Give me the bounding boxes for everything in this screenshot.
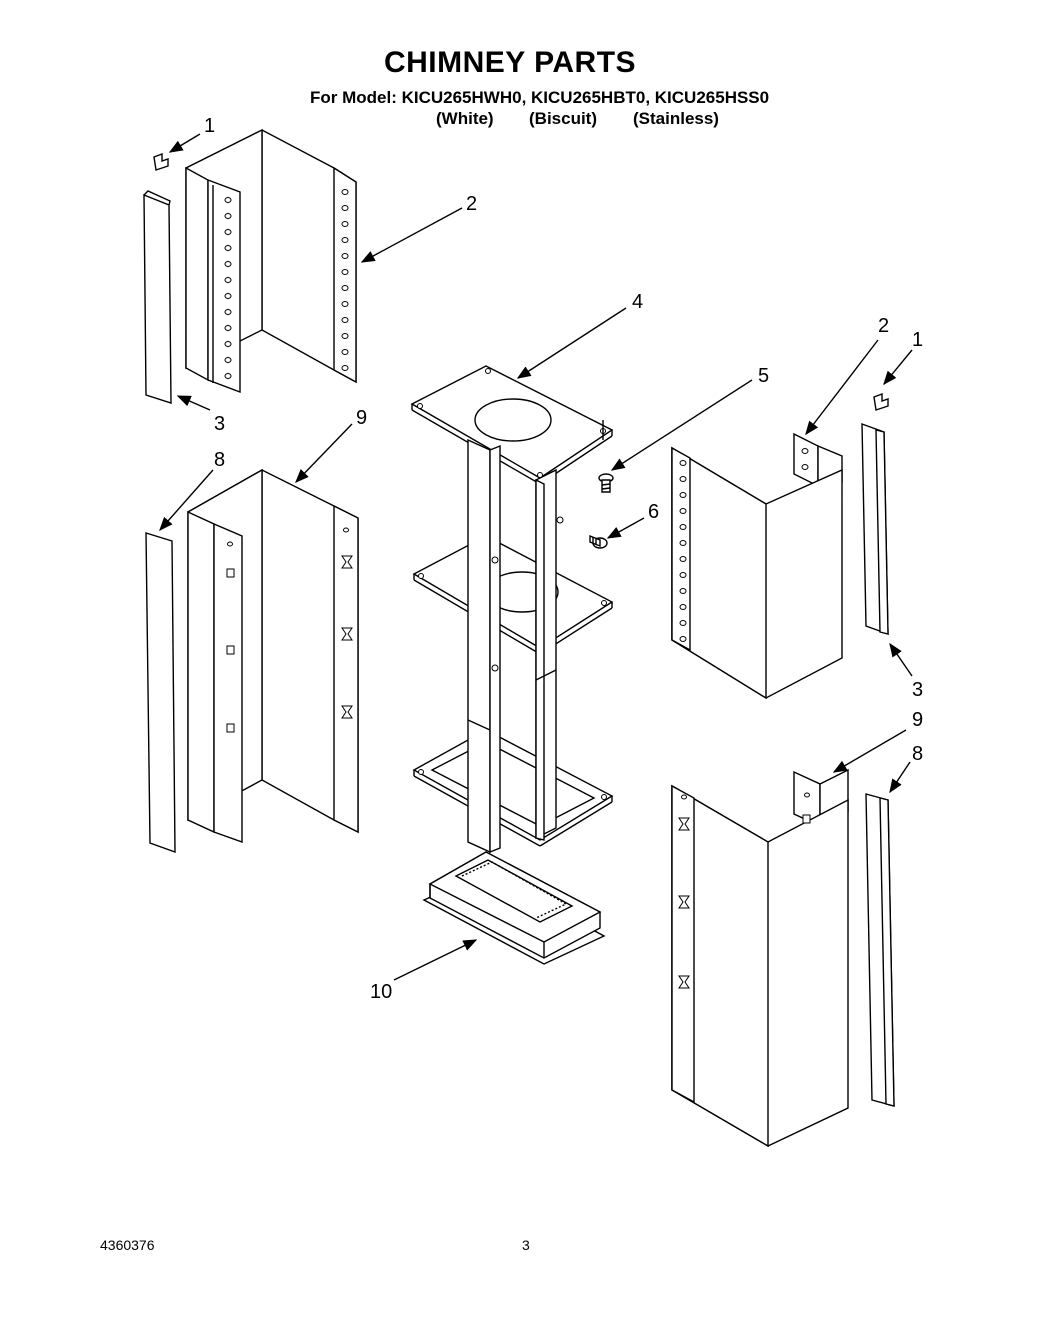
part-9-lower-chimney-right xyxy=(671,768,849,1148)
callout-6: 6 xyxy=(648,501,659,523)
leader-lines xyxy=(159,133,913,981)
part-1-clip-right xyxy=(873,392,889,411)
bolt-holes-left xyxy=(224,197,232,379)
part-8-trim-strip-right xyxy=(865,793,895,1107)
variant-stainless: (Stainless) xyxy=(633,109,719,128)
variant-white: (White) xyxy=(436,109,494,128)
document-number: 4360376 xyxy=(100,1237,155,1253)
callout-5: 5 xyxy=(758,365,769,387)
callout-2-left: 2 xyxy=(466,193,477,215)
callout-9-right: 9 xyxy=(912,709,923,731)
part-1-clip-left xyxy=(153,152,169,171)
part-3-trim-strip-left xyxy=(143,190,172,404)
part-8-trim-strip-left xyxy=(145,532,176,853)
part-10-filter-tray xyxy=(422,851,606,965)
callout-3-right: 3 xyxy=(912,679,923,701)
callout-1-left: 1 xyxy=(204,115,215,137)
page-number: 3 xyxy=(522,1237,530,1253)
page-title: CHIMNEY PARTS xyxy=(383,46,637,79)
variant-biscuit: (Biscuit) xyxy=(529,109,597,128)
callout-10: 10 xyxy=(370,981,392,1003)
callout-9-left: 9 xyxy=(356,407,367,429)
part-4-support-frame xyxy=(410,365,614,854)
callout-3-left: 3 xyxy=(214,413,225,435)
callout-labels: 1 2 3 4 5 6 8 9 10 2 1 3 9 8 xyxy=(204,115,923,1003)
part-2-upper-chimney-right xyxy=(671,432,843,700)
part-3-trim-strip-right xyxy=(861,422,889,636)
callout-8-left: 8 xyxy=(214,449,225,471)
callout-1-right: 1 xyxy=(912,329,923,351)
bolt-holes-right xyxy=(341,189,349,371)
part-9-lower-chimney-left xyxy=(187,468,359,843)
model-list: For Model: KICU265HWH0, KICU265HBT0, KIC… xyxy=(310,88,770,107)
part-5-screw xyxy=(598,473,614,493)
callout-4: 4 xyxy=(632,291,643,313)
part-6-bolt xyxy=(589,534,608,549)
callout-2-right: 2 xyxy=(878,315,889,337)
callout-8-right: 8 xyxy=(912,743,923,765)
part-2-upper-chimney-left xyxy=(185,128,357,394)
